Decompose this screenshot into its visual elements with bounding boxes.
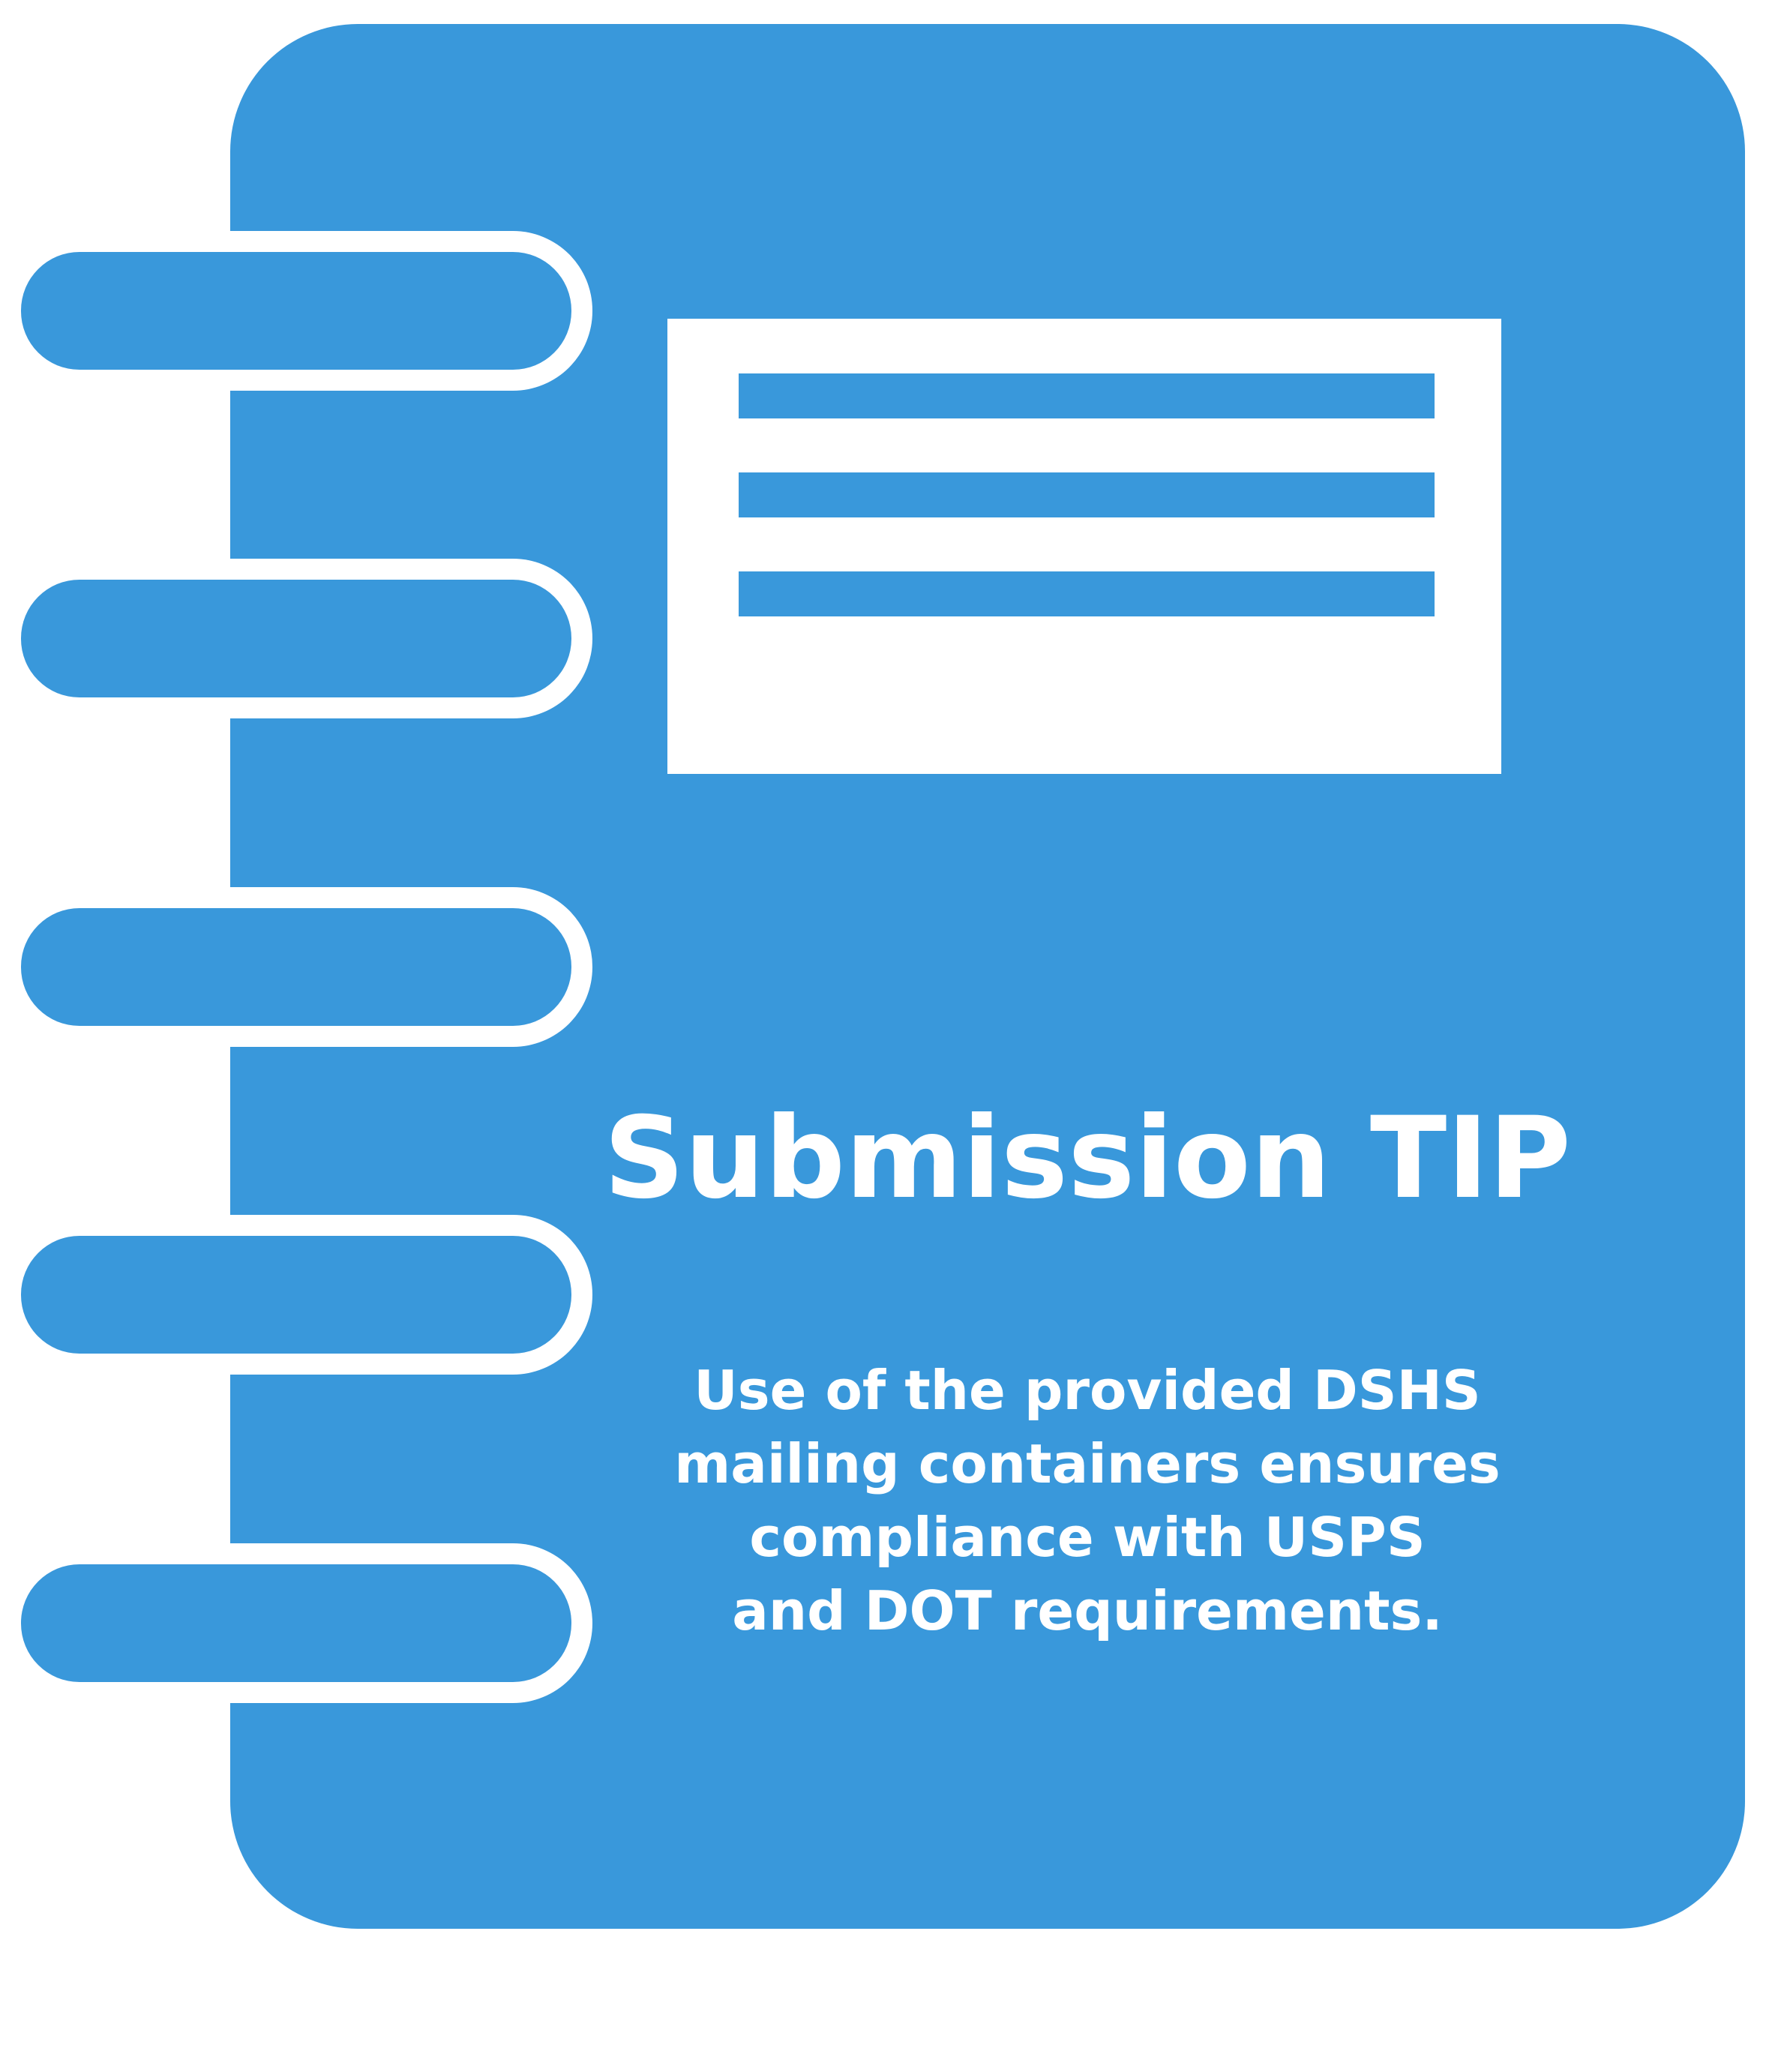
label-line xyxy=(739,373,1435,418)
spiral-ring xyxy=(0,1543,592,1703)
spiral-ring xyxy=(0,887,592,1047)
label-line xyxy=(739,571,1435,616)
tip-line: Use of the provided DSHS xyxy=(694,1359,1481,1422)
spiral-ring xyxy=(0,559,592,718)
tip-line: mailing containers ensures xyxy=(674,1432,1501,1495)
tip-line: compliance with USPS xyxy=(749,1506,1426,1569)
spiral-rings xyxy=(0,231,592,1703)
spiral-ring xyxy=(0,231,592,391)
tip-title: Submission TIP xyxy=(603,1093,1571,1224)
tip-line: and DOT requirements. xyxy=(732,1579,1443,1642)
label-line xyxy=(739,472,1435,517)
document-label-icon xyxy=(667,319,1501,774)
tip-body: Use of the provided DSHS mailing contain… xyxy=(525,1354,1650,1648)
spiral-ring xyxy=(0,1215,592,1375)
